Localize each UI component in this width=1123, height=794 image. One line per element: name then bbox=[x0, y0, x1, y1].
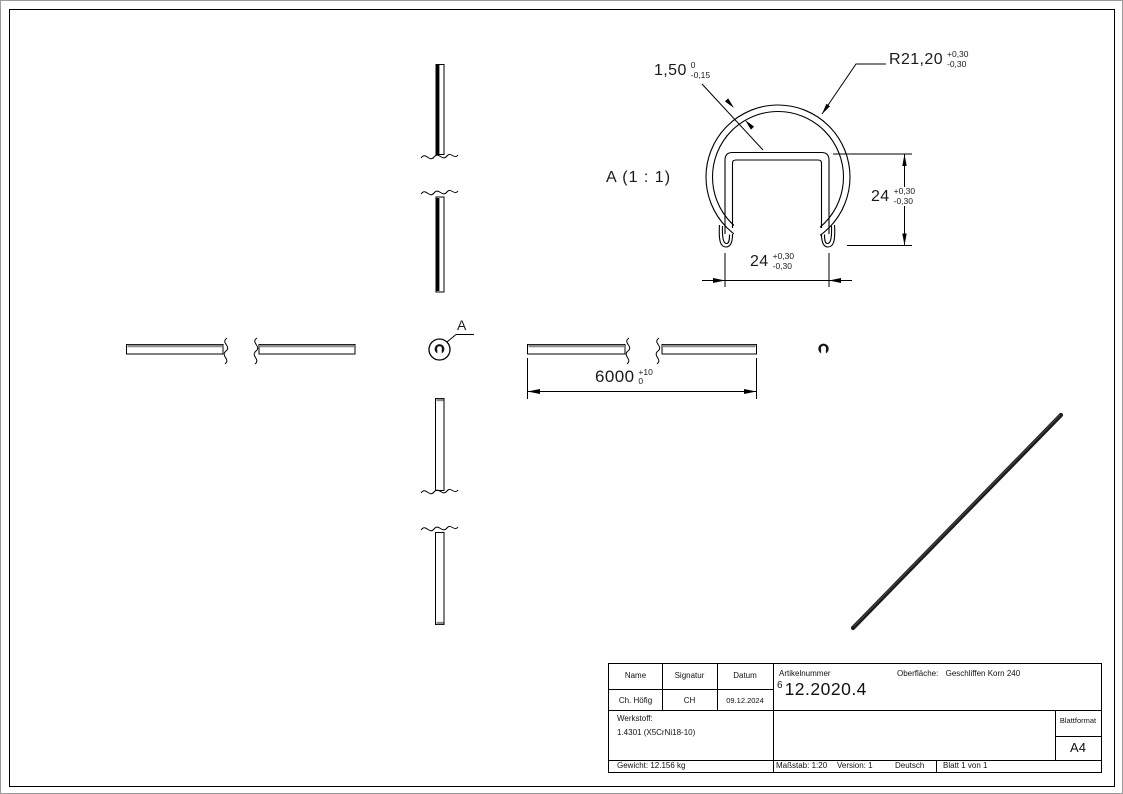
arrowhead bbox=[744, 389, 757, 394]
break-line bbox=[223, 337, 229, 365]
dim-tolerance: +0,30 -0,30 bbox=[772, 251, 795, 271]
break-line bbox=[420, 153, 459, 160]
version: Version: 1 bbox=[837, 761, 873, 770]
title-block: Name Signatur Datum Ch. Höfig CH 09.12.2… bbox=[608, 663, 1102, 773]
dim-tolerance: 0 -0,15 bbox=[690, 60, 711, 80]
radius-leader bbox=[821, 63, 886, 115]
weight: Gewicht: 12.156 kg bbox=[617, 761, 686, 770]
header-signature: Signatur bbox=[674, 671, 705, 680]
arrowhead bbox=[724, 98, 734, 108]
thickness-leader bbox=[701, 83, 764, 151]
divider bbox=[936, 760, 937, 772]
material-value: 1.4301 (X5CrNi18-10) bbox=[617, 728, 696, 737]
detail-callout-label: A bbox=[457, 317, 467, 333]
scale: Maßstab: 1:20 bbox=[776, 761, 828, 770]
dim-value: 1,50 bbox=[654, 61, 687, 79]
dim-tolerance: +0,30 -0,30 bbox=[893, 186, 916, 206]
material-label: Werkstoff: bbox=[617, 714, 653, 723]
detail-view-label: A (1 : 1) bbox=[606, 169, 672, 186]
right-lip-inner bbox=[823, 225, 833, 245]
divider bbox=[609, 710, 1101, 711]
sheet-format-value: A4 bbox=[1070, 740, 1086, 755]
side-view-left bbox=[126, 337, 356, 365]
width-dimension bbox=[702, 253, 852, 287]
break-line bbox=[253, 337, 259, 365]
divider bbox=[1055, 710, 1056, 760]
dim-value: R21,20 bbox=[889, 50, 943, 68]
article-number-value: 12.2020.4 bbox=[784, 679, 867, 699]
break-line bbox=[420, 189, 459, 196]
end-view-in-callout bbox=[434, 344, 445, 356]
detail-callout bbox=[428, 334, 474, 361]
thickness-dim-text: 1,50 0 -0,15 bbox=[654, 60, 711, 80]
sheet-format-label: Blattformat bbox=[1059, 716, 1097, 725]
height-dimension bbox=[833, 153, 912, 246]
header-name: Name bbox=[624, 671, 647, 680]
detail-view-profile bbox=[705, 104, 851, 264]
length-dim-text: 6000 +10 0 bbox=[595, 367, 653, 387]
surface-value: Geschliffen Korn 240 bbox=[945, 669, 1021, 678]
article-number-prefix: 6 bbox=[777, 680, 783, 691]
arrowhead bbox=[829, 278, 841, 283]
arrowhead bbox=[822, 103, 830, 114]
break-line bbox=[625, 337, 631, 365]
arrowhead bbox=[902, 154, 907, 166]
channel-outer bbox=[724, 151, 830, 234]
divider bbox=[1055, 736, 1101, 737]
top-view-vertical bbox=[420, 64, 459, 293]
height-dim-text: 24 +0,30 -0,30 bbox=[869, 186, 918, 206]
sheet-frame bbox=[9, 9, 1115, 787]
language: Deutsch bbox=[895, 761, 925, 770]
arrowhead bbox=[902, 233, 907, 246]
length-dimension bbox=[527, 358, 757, 399]
arrowhead bbox=[713, 278, 725, 283]
surface-finish: Oberfläche: Geschliffen Korn 240 bbox=[897, 669, 1020, 678]
divider bbox=[609, 760, 1101, 761]
radius-dim-text: R21,20 +0,30 -0,30 bbox=[889, 49, 969, 69]
dim-tolerance: +0,30 -0,30 bbox=[947, 49, 969, 69]
dim-value: 6000 bbox=[595, 367, 635, 386]
width-dim-text: 24 +0,30 -0,30 bbox=[748, 251, 797, 271]
break-line bbox=[420, 488, 459, 495]
arrowhead bbox=[527, 389, 540, 394]
dim-tolerance: +10 0 bbox=[638, 366, 653, 386]
arrowhead bbox=[745, 120, 755, 130]
break-line bbox=[655, 337, 661, 365]
value-name: Ch. Höfig bbox=[618, 696, 653, 705]
header-date: Datum bbox=[733, 671, 757, 680]
bottom-view-vertical bbox=[420, 398, 459, 625]
divider bbox=[609, 689, 773, 690]
divider bbox=[717, 664, 718, 710]
left-lip bbox=[718, 224, 734, 248]
end-view-small bbox=[818, 343, 829, 356]
article-number-label: Artikelnummer bbox=[779, 669, 831, 678]
channel-inner bbox=[731, 159, 823, 228]
isometric-view bbox=[850, 412, 1064, 631]
right-lip bbox=[820, 224, 836, 248]
surface-label: Oberfläche: bbox=[897, 669, 939, 678]
value-signature: CH bbox=[683, 696, 696, 705]
value-date: 09.12.2024 bbox=[726, 696, 764, 705]
divider bbox=[773, 664, 774, 772]
side-view-right bbox=[527, 337, 757, 365]
break-line bbox=[420, 525, 459, 532]
sheet-number: Blatt 1 von 1 bbox=[943, 761, 988, 770]
left-lip-inner bbox=[721, 225, 731, 245]
channel-opening bbox=[734, 161, 820, 264]
dim-value: 24 bbox=[750, 252, 769, 270]
divider bbox=[662, 664, 663, 710]
dim-value: 24 bbox=[871, 187, 890, 205]
